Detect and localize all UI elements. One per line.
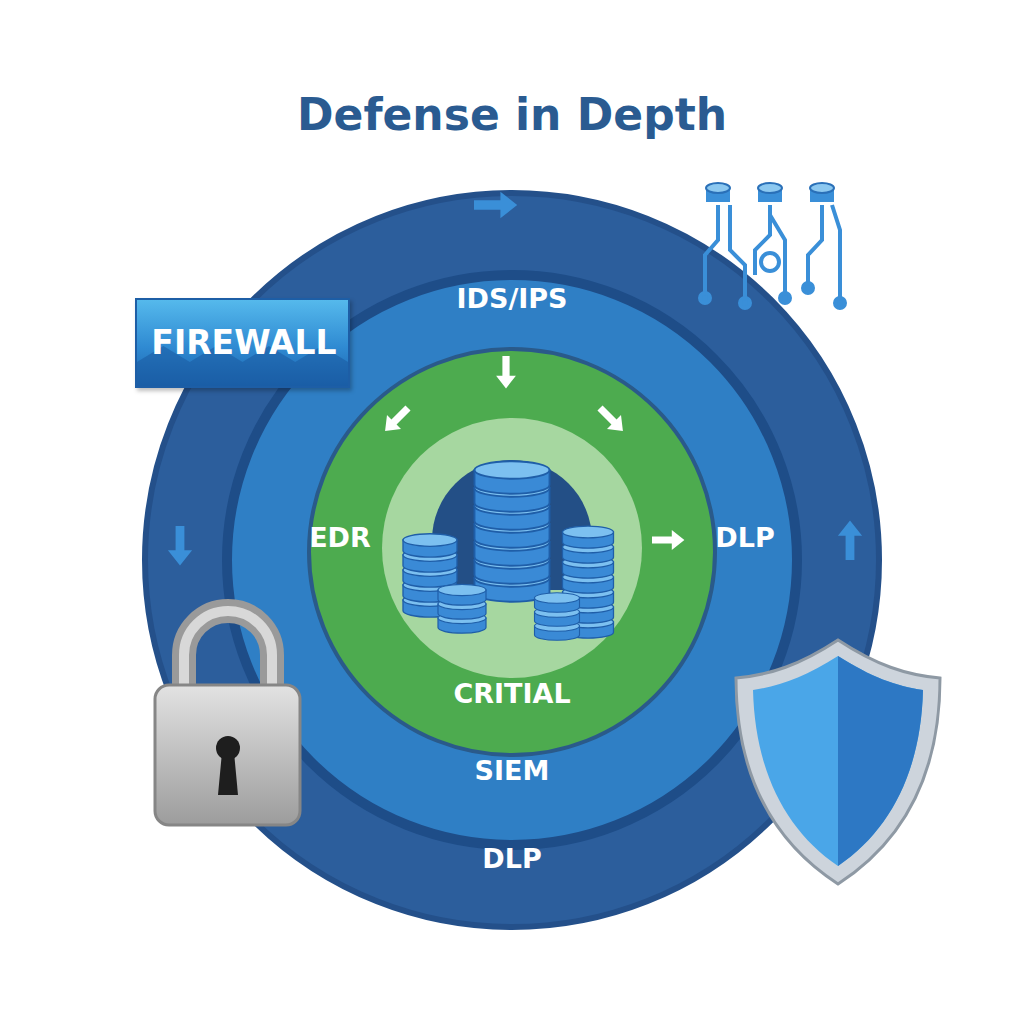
circuit-trace bbox=[770, 215, 785, 295]
chip-body bbox=[706, 188, 730, 202]
diagram-title: Defense in Depth bbox=[297, 93, 727, 137]
layer-label: DLP bbox=[715, 524, 774, 551]
chip-top bbox=[810, 183, 834, 193]
circuit-trace bbox=[755, 205, 770, 275]
layer-label: IDS/IPS bbox=[456, 285, 567, 312]
network-layer-ring-shape bbox=[227, 275, 797, 845]
layer-label: CRITIAL bbox=[453, 680, 570, 707]
chip-body bbox=[758, 188, 782, 202]
circuit-chip bbox=[706, 183, 834, 202]
firewall-box: FIREWALL bbox=[135, 298, 350, 388]
circuit-node bbox=[835, 298, 845, 308]
circuit-trace bbox=[808, 205, 822, 285]
endpoint-layer-circle: EDRDLPCRITIAL bbox=[307, 347, 717, 757]
circuit-trace bbox=[832, 205, 840, 300]
circuit-node bbox=[780, 293, 790, 303]
circuit-node bbox=[803, 283, 813, 293]
chip-top bbox=[706, 183, 730, 193]
chip-body bbox=[810, 188, 834, 202]
endpoint-layer-circle-shape bbox=[309, 349, 715, 755]
outer-layer-ring-shape bbox=[145, 193, 879, 927]
chip-top bbox=[758, 183, 782, 193]
layer-label: DLP bbox=[482, 845, 541, 872]
layer-label: EDR bbox=[309, 524, 371, 551]
layer-label: SIEM bbox=[475, 757, 550, 784]
layer-label: FIREWALL bbox=[151, 326, 336, 359]
circuit-node bbox=[761, 253, 779, 271]
